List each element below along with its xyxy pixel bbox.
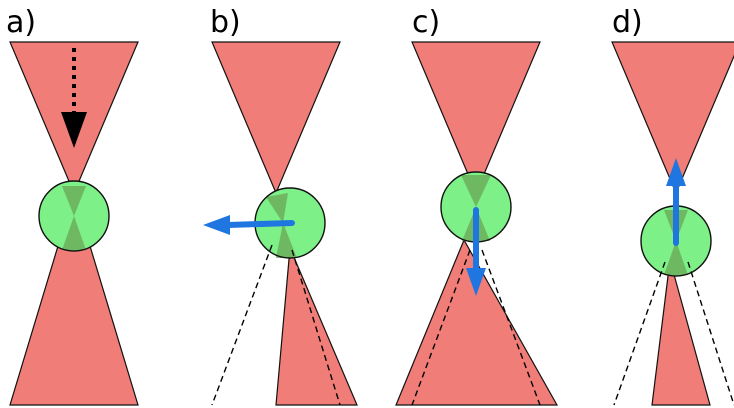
panel-d: d) bbox=[611, 5, 734, 406]
beam-particle-overlap bbox=[276, 223, 297, 258]
beam-lower-cone bbox=[9, 190, 139, 406]
dashed-beam-edge bbox=[613, 261, 666, 406]
dashed-beam-edge bbox=[211, 244, 273, 406]
dashed-beam-edge bbox=[687, 261, 734, 406]
beam-lower-cone bbox=[651, 259, 711, 406]
panel-label: a) bbox=[6, 5, 36, 40]
up-arrow-head bbox=[666, 158, 686, 186]
down-arrow-head bbox=[466, 268, 486, 296]
panel-label: b) bbox=[210, 5, 241, 40]
beam-lower-cone bbox=[395, 238, 559, 406]
particle-outline bbox=[38, 180, 110, 252]
dotted-down-arrow-head bbox=[61, 112, 87, 148]
left-arrow-icon bbox=[225, 220, 295, 228]
panel-label: c) bbox=[412, 5, 440, 40]
dashed-beam-edge bbox=[291, 249, 341, 406]
panel-a: a) bbox=[6, 5, 139, 406]
panel-label: d) bbox=[612, 5, 643, 40]
beam-particle-overlap bbox=[62, 216, 86, 250]
panel-c: c) bbox=[395, 5, 559, 406]
beam-upper-cone bbox=[611, 41, 734, 195]
beam-lower-cone bbox=[275, 247, 358, 406]
beam-particle-overlap bbox=[461, 175, 491, 207]
panel-b: b) bbox=[203, 5, 358, 406]
left-arrow-head bbox=[203, 215, 230, 235]
beam-particle-overlap bbox=[266, 193, 288, 223]
beam-particle-overlap bbox=[664, 241, 688, 275]
dashed-beam-edge bbox=[481, 249, 541, 406]
beam-particle-overlap bbox=[62, 186, 86, 216]
dashed-beam-edge bbox=[411, 249, 471, 406]
beam-upper-cone bbox=[411, 41, 541, 195]
beam-upper-cone bbox=[211, 41, 341, 195]
